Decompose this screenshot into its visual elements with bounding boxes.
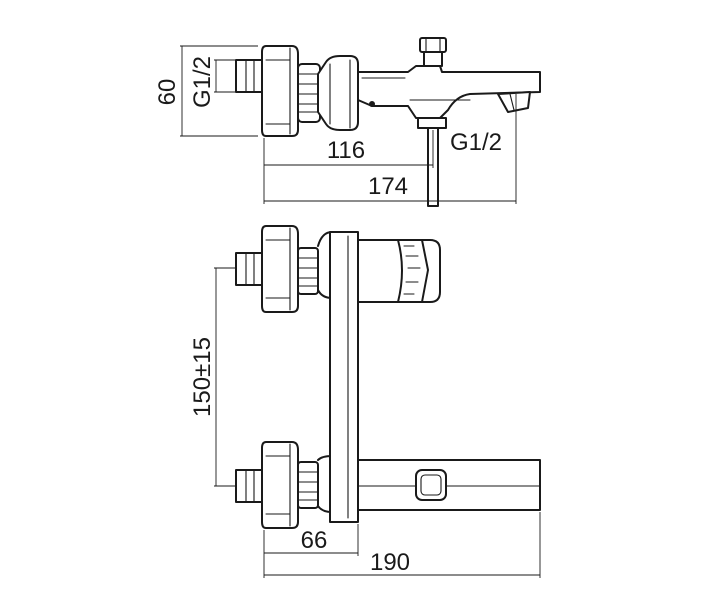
top-view: 60 G1/2 G1/2 116 174 <box>154 37 541 207</box>
front-mixer-body <box>329 231 359 523</box>
dim-top-height: 60 <box>154 45 258 137</box>
front-view: 150±15 66 190 <box>189 225 541 578</box>
top-inlet-nipple <box>235 59 265 93</box>
front-lower-flange <box>261 441 299 529</box>
front-spout <box>357 459 541 511</box>
top-mixer-body <box>317 55 359 131</box>
dim-spout-offset-label: 116 <box>327 137 365 164</box>
top-diverter-knob <box>419 37 447 67</box>
dim-total-depth: 174 <box>264 94 517 204</box>
top-spout-nozzle <box>497 91 531 113</box>
dim-inlet-thread: G1/2 <box>189 56 236 108</box>
dim-outlet-thread-label: G1/2 <box>450 129 502 156</box>
dim-top-height-label: 60 <box>154 79 181 106</box>
front-lever-handle <box>357 239 441 303</box>
front-upper-nut <box>297 247 319 295</box>
top-shower-outlet <box>417 117 447 207</box>
dim-total-width: 190 <box>264 512 541 578</box>
dim-centre-distance: 150±15 <box>189 267 236 487</box>
dim-spout-offset: 116 <box>263 130 434 204</box>
dim-inlet-thread-label: G1/2 <box>189 56 216 108</box>
dim-total-depth-label: 174 <box>368 173 408 200</box>
dim-centre-distance-label: 150±15 <box>189 337 216 417</box>
top-wall-flange <box>261 45 299 137</box>
top-connection-nut <box>297 63 321 123</box>
dim-body-offset-label: 66 <box>301 527 328 554</box>
dim-body-offset: 66 <box>263 524 359 578</box>
front-lower-nut <box>297 461 319 509</box>
front-lower-nipple <box>235 469 265 503</box>
dim-total-width-label: 190 <box>370 549 410 576</box>
front-upper-flange <box>261 225 299 313</box>
front-upper-nipple <box>235 252 265 286</box>
